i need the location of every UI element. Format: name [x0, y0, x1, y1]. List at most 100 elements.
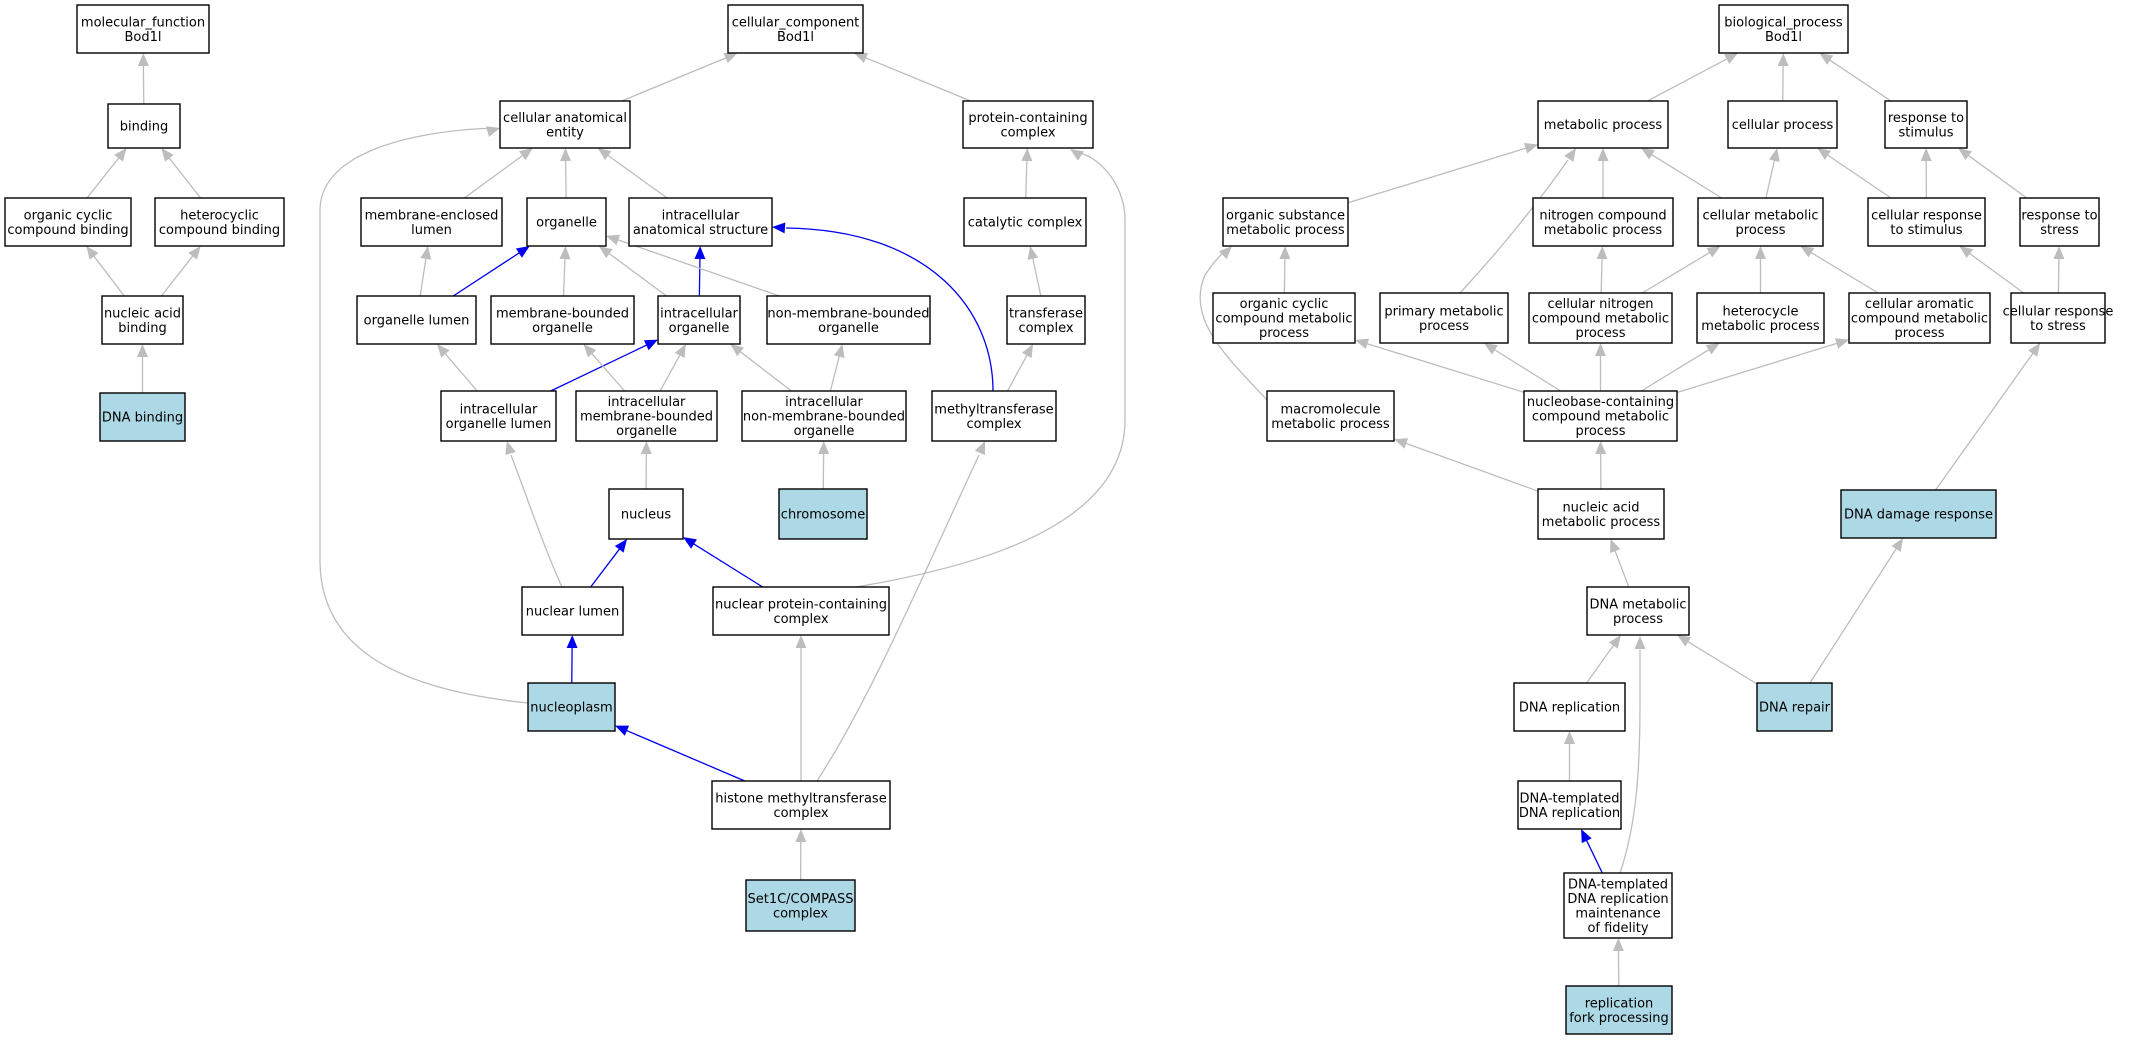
node-label-line: cellular anatomical — [503, 111, 627, 126]
node-dna_binding[interactable]: DNA binding — [99, 392, 186, 442]
node-label-line: stress — [2040, 223, 2079, 238]
edge-arrowhead — [1608, 635, 1621, 649]
edge-org_cyc_binding-to-binding — [86, 148, 127, 199]
node-nucleus[interactable]: nucleus — [608, 488, 684, 540]
edge-dnarepair-to-dnamp — [1677, 635, 1758, 685]
node-inmbo[interactable]: intracellularnon-membrane-boundedorganel… — [741, 390, 907, 442]
node-dnarepair[interactable]: DNA repair — [1756, 682, 1833, 732]
node-ddr[interactable]: DNA damage response — [1840, 489, 1997, 539]
edge-arrowhead — [615, 725, 630, 736]
node-organelle[interactable]: organelle — [526, 197, 607, 247]
node-label-line: non-membrane-bounded — [743, 410, 905, 425]
edge-nbcmp-to-cacmp — [1676, 338, 1849, 394]
node-box — [526, 197, 607, 247]
node-label-line: process — [1576, 424, 1626, 439]
node-label-line: process — [1419, 319, 1469, 334]
node-box — [962, 100, 1094, 149]
edge-arrowhead — [1705, 343, 1720, 355]
node-label-line: protein-containing — [968, 111, 1087, 126]
node-label-line: cellular aromatic — [1865, 297, 1974, 312]
edge-arrowhead — [674, 344, 686, 359]
node-metproc[interactable]: metabolic process — [1537, 100, 1669, 149]
node-box — [521, 586, 624, 636]
node-binding[interactable]: binding — [107, 103, 181, 149]
edge-arrowhead — [114, 148, 127, 162]
edge-line — [1619, 650, 1641, 874]
node-box — [778, 488, 868, 540]
node-org_lumen[interactable]: organelle lumen — [356, 295, 477, 345]
edge-line — [1585, 839, 1603, 874]
edge-organelle-to-cae — [560, 148, 572, 199]
node-label-line: cellular metabolic — [1703, 208, 1819, 223]
edge-line — [444, 352, 478, 392]
edge-hmtcx-to-npcc — [795, 635, 807, 781]
node-box — [608, 488, 684, 540]
edge-line — [550, 344, 648, 392]
edge-line — [86, 157, 120, 199]
node-nucleoplasm[interactable]: nucleoplasm — [527, 682, 616, 732]
edge-line — [1199, 248, 1268, 401]
edge-metproc-to-bp_root — [1647, 53, 1739, 102]
node-catcx[interactable]: catalytic complex — [963, 197, 1087, 247]
edge-line — [739, 350, 792, 392]
edge-arrowhead — [598, 246, 613, 259]
edge-nbcmp-to-occmp — [1355, 338, 1525, 393]
node-box — [1523, 390, 1678, 442]
node-dnarep[interactable]: DNA replication — [1513, 682, 1626, 732]
edge-arrowhead — [1634, 636, 1646, 649]
edge-line — [1640, 348, 1710, 392]
edge-inmbo-to-io — [730, 344, 792, 392]
edge-pmp-to-metproc — [1459, 148, 1576, 294]
edge-line — [698, 257, 701, 297]
node-chromosome[interactable]: chromosome — [778, 488, 868, 540]
edge-inmbo-to-nmbo — [829, 344, 845, 392]
edge-resp_stress-to-resp_stim — [1958, 148, 2028, 199]
edge-arrowhead — [723, 52, 738, 64]
node-label-line: non-membrane-bounded — [767, 306, 929, 321]
node-cellproc[interactable]: cellular process — [1727, 100, 1838, 149]
edge-mel-to-cae — [463, 148, 533, 199]
node-box — [1840, 489, 1997, 539]
node-nuc_lumen[interactable]: nuclear lumen — [521, 586, 624, 636]
edge-line — [625, 729, 746, 782]
